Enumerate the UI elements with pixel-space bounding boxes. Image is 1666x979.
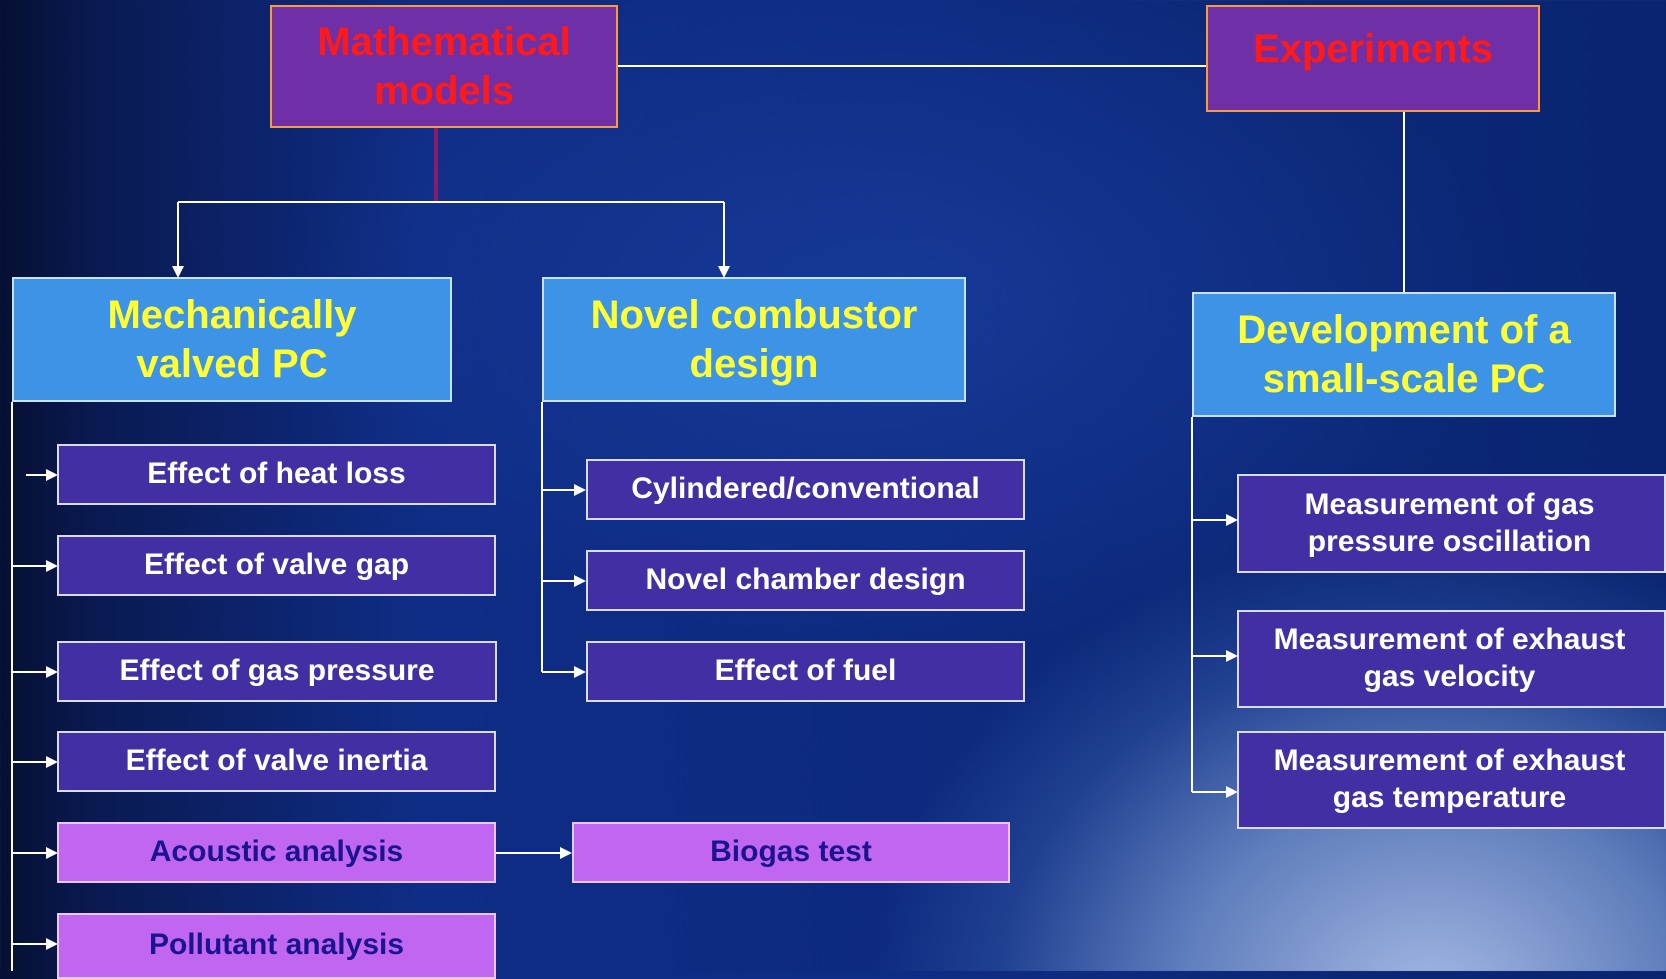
development-small-scale-pc-box: Development of a small-scale PC bbox=[1192, 292, 1616, 417]
acoustic-analysis-box: Acoustic analysis bbox=[57, 822, 496, 883]
effect-gas-pressure-box: Effect of gas pressure bbox=[57, 641, 497, 702]
pollutant-analysis-box: Pollutant analysis bbox=[57, 913, 496, 979]
measurement-pressure-oscillation-box: Measurement of gas pressure oscillation bbox=[1237, 474, 1666, 573]
measurement-exhaust-temperature-box: Measurement of exhaust gas temperature bbox=[1237, 731, 1666, 829]
novel-chamber-design-box: Novel chamber design bbox=[586, 550, 1025, 611]
experiments-box: Experiments bbox=[1206, 5, 1540, 112]
effect-valve-inertia-box: Effect of valve inertia bbox=[57, 731, 496, 792]
effect-fuel-box: Effect of fuel bbox=[586, 641, 1025, 702]
measurement-exhaust-velocity-box: Measurement of exhaust gas velocity bbox=[1237, 610, 1666, 708]
cylindered-conventional-box: Cylindered/conventional bbox=[586, 459, 1025, 520]
biogas-test-box: Biogas test bbox=[572, 822, 1010, 883]
novel-combustor-design-box: Novel combustor design bbox=[542, 277, 966, 402]
mechanically-valved-pc-box: Mechanically valved PC bbox=[12, 277, 452, 402]
effect-valve-gap-box: Effect of valve gap bbox=[57, 535, 496, 596]
mathematical-models-box: Mathematical models bbox=[270, 5, 618, 128]
effect-heat-loss-box: Effect of heat loss bbox=[57, 444, 496, 505]
